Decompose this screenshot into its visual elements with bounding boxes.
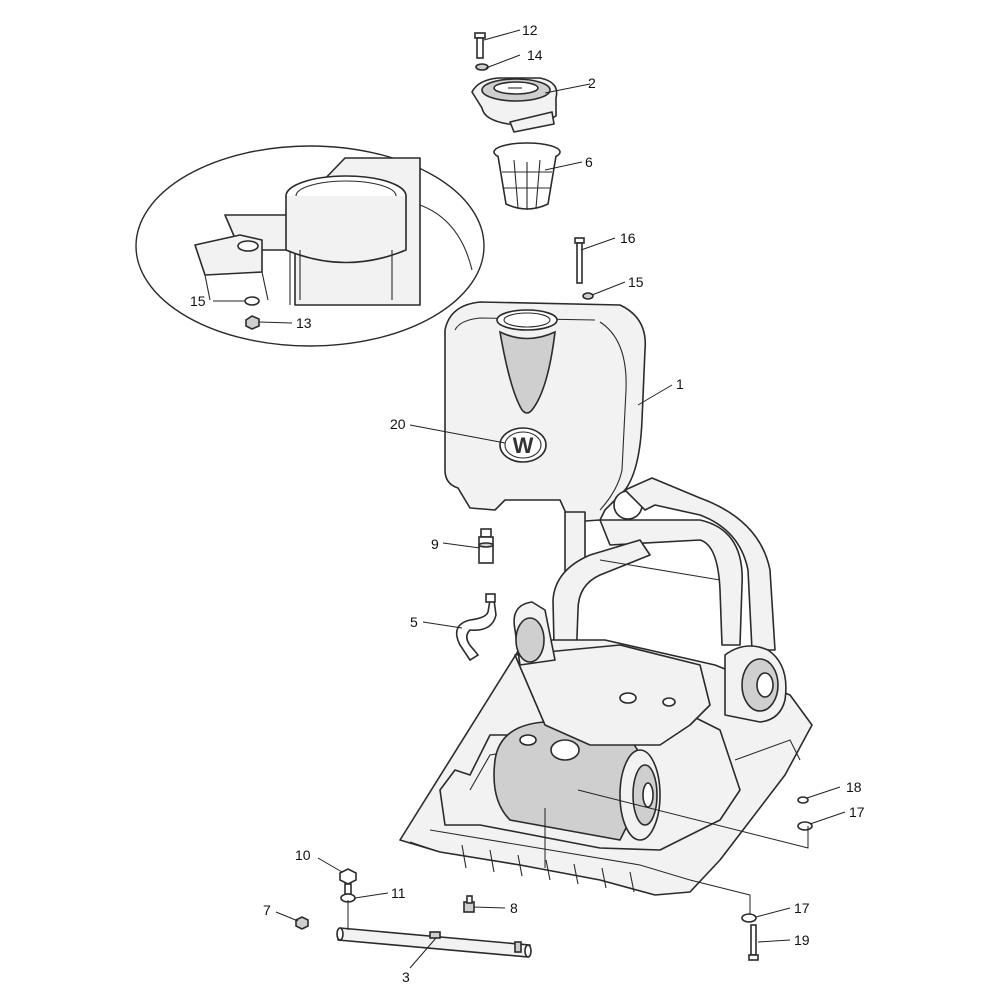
washer-15-top	[582, 292, 594, 300]
callout-7: 7	[263, 902, 271, 918]
callout-17-upper: 17	[849, 804, 865, 820]
callout-15-top: 15	[628, 274, 644, 290]
washer-17-lower	[741, 913, 757, 923]
callout-8: 8	[510, 900, 518, 916]
nut-7	[295, 916, 309, 930]
fuel-line-5	[455, 593, 497, 662]
fitting-9	[478, 528, 494, 564]
fuel-tank-1: W	[444, 301, 647, 523]
washer-17-upper	[797, 821, 813, 831]
nut-13	[245, 315, 260, 330]
detail-inset	[135, 145, 485, 347]
bolt-19	[748, 924, 759, 961]
callout-3: 3	[402, 969, 410, 985]
washer-15-inset	[244, 296, 260, 306]
strainer-6	[493, 142, 561, 210]
callout-13: 13	[296, 315, 312, 331]
washer-14	[475, 63, 489, 71]
guide-handle	[552, 477, 776, 691]
bolt-10	[339, 868, 357, 895]
callout-14: 14	[527, 47, 543, 63]
callout-labels: 12 14 2 6 16 15 1 20 15 13 9 5 18 17 10 …	[190, 22, 865, 985]
bolt-12	[474, 32, 486, 59]
callout-1: 1	[676, 376, 684, 392]
callout-16: 16	[620, 230, 636, 246]
leader-lines	[213, 29, 846, 969]
callout-6: 6	[585, 154, 593, 170]
callout-20: 20	[390, 416, 406, 432]
fitting-8	[463, 895, 475, 913]
callout-19: 19	[794, 932, 810, 948]
callout-15-inset: 15	[190, 293, 206, 309]
callout-9: 9	[431, 536, 439, 552]
base-plate	[399, 601, 813, 896]
callout-11: 11	[391, 885, 406, 901]
wacker-neuson-logo-icon: W	[513, 433, 534, 458]
bolt-16	[574, 237, 585, 284]
shaft-3	[336, 927, 532, 958]
filler-cap-2	[471, 77, 558, 133]
callout-2: 2	[588, 75, 596, 91]
callout-12: 12	[522, 22, 538, 38]
callout-10: 10	[295, 847, 311, 863]
washer-18	[797, 796, 809, 804]
callout-17-lower: 17	[794, 900, 810, 916]
callout-18: 18	[846, 779, 862, 795]
callout-5: 5	[410, 614, 418, 630]
